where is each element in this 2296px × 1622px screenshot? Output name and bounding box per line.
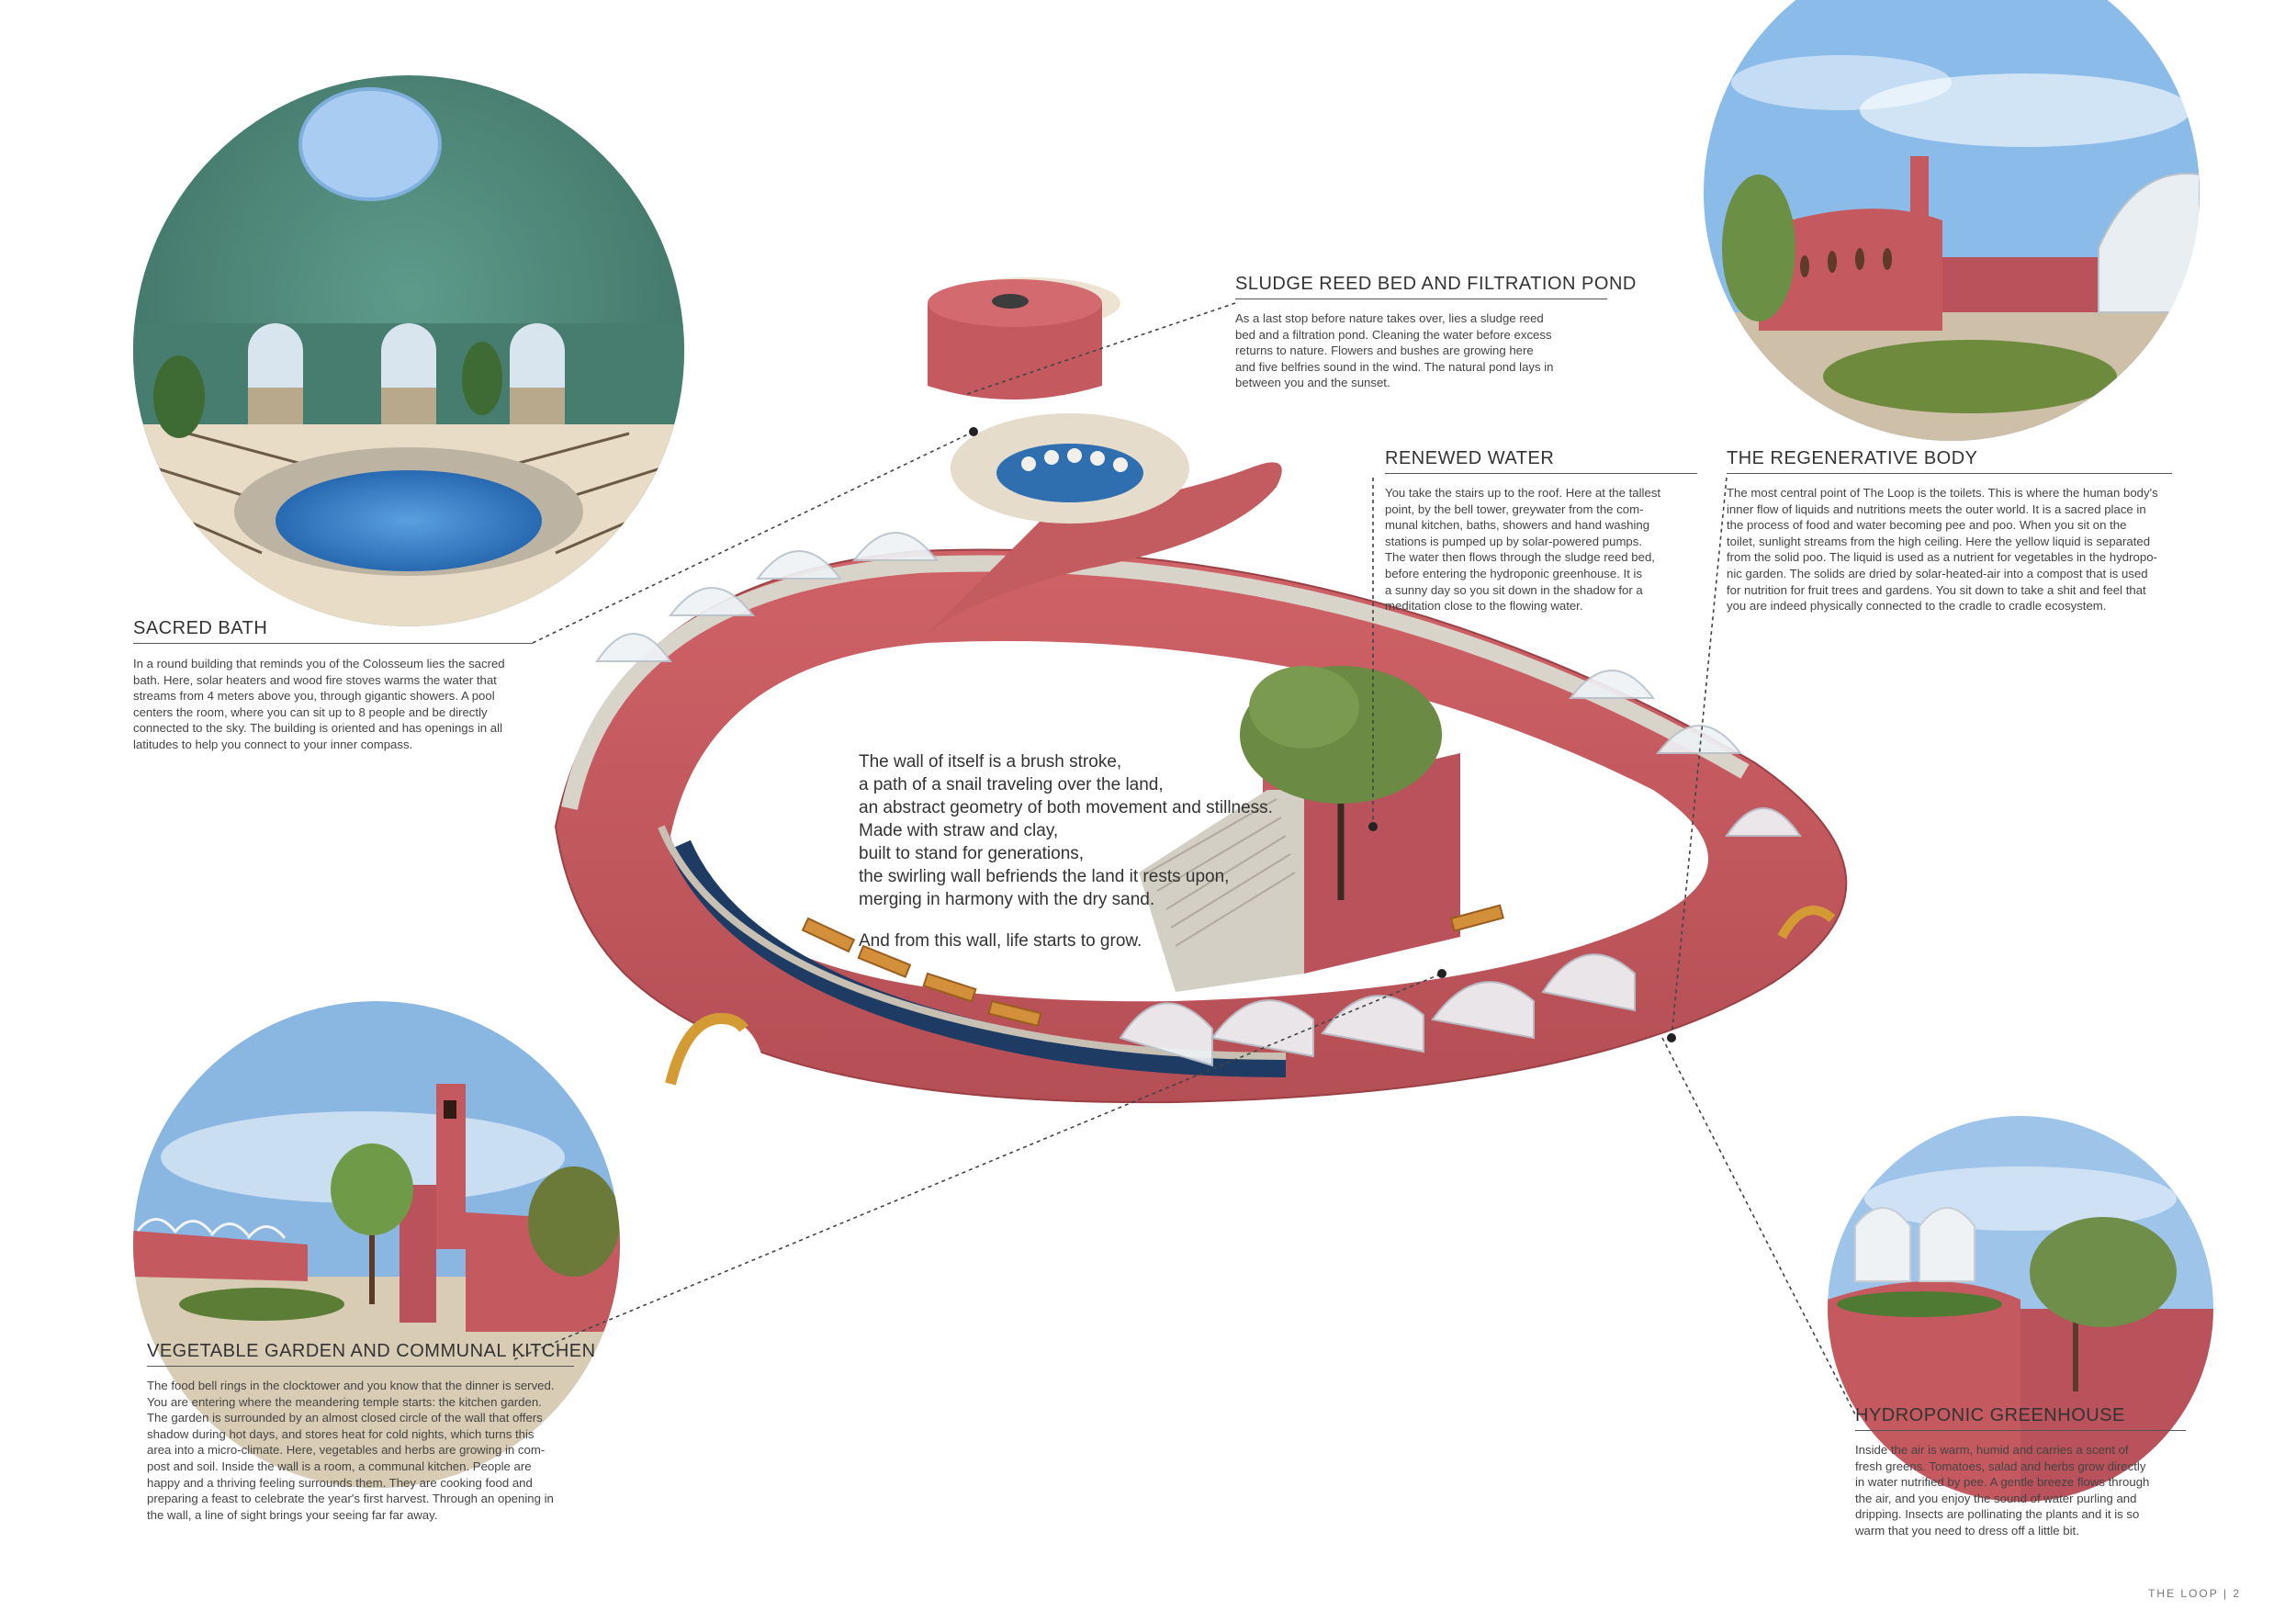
hydroponic-title: HYDROPONIC GREENHOUSE <box>1855 1405 2125 1425</box>
poem-line: merging in harmony with the dry sand. <box>859 890 1155 909</box>
vegetable-garden-title: VEGETABLE GARDEN AND COMMUNAL KITCHEN <box>147 1341 596 1361</box>
sludge-text: As a last stop before nature takes over,… <box>1235 311 1554 390</box>
regenerative-body-rule <box>1727 473 2172 474</box>
hydroponic-greenhouse-image <box>1828 1116 2213 1502</box>
loop-wall-illustration <box>533 276 1929 1212</box>
vegetable-garden-text: The food bell rings in the clocktower an… <box>147 1379 555 1522</box>
poem-line: Made with straw and clay, <box>859 821 1059 840</box>
sacred-bath-text: In a round building that reminds you of … <box>133 657 505 751</box>
vegetable-garden-rule <box>147 1366 574 1367</box>
hydroponic-rule <box>1855 1430 2186 1431</box>
sludge-rule <box>1235 298 1607 299</box>
poem-line: the swirling wall befriends the land it … <box>859 867 1230 886</box>
regenerative-body-text: The most central point of The Loop is th… <box>1727 486 2158 614</box>
poem-line: a path of a snail traveling over the lan… <box>859 775 1164 794</box>
hydroponic-text: Inside the air is warm, humid and carrie… <box>1855 1443 2150 1538</box>
page-footer: THE LOOP | 2 <box>2148 1587 2241 1600</box>
regenerative-body-title: THE REGENERATIVE BODY <box>1727 448 1978 468</box>
renewed-water-rule <box>1385 473 1697 474</box>
poem-line: built to stand for generations, <box>859 844 1085 863</box>
sacred-bath-title: SACRED BATH <box>133 618 268 638</box>
poem-closing: And from this wall, life starts to grow. <box>859 931 1142 951</box>
sludge-title: SLUDGE REED BED AND FILTRATION POND <box>1235 274 1637 294</box>
poem-gap <box>859 911 1300 929</box>
renewed-water-text: You take the stairs up to the roof. Here… <box>1385 486 1661 614</box>
sacred-bath-rule <box>133 643 533 644</box>
poem: The wall of itself is a brush stroke, a … <box>859 750 1300 952</box>
renewed-water-title: RENEWED WATER <box>1385 448 1555 468</box>
poem-line: an abstract geometry of both movement an… <box>859 798 1273 817</box>
poem-line: The wall of itself is a brush stroke, <box>859 752 1122 772</box>
